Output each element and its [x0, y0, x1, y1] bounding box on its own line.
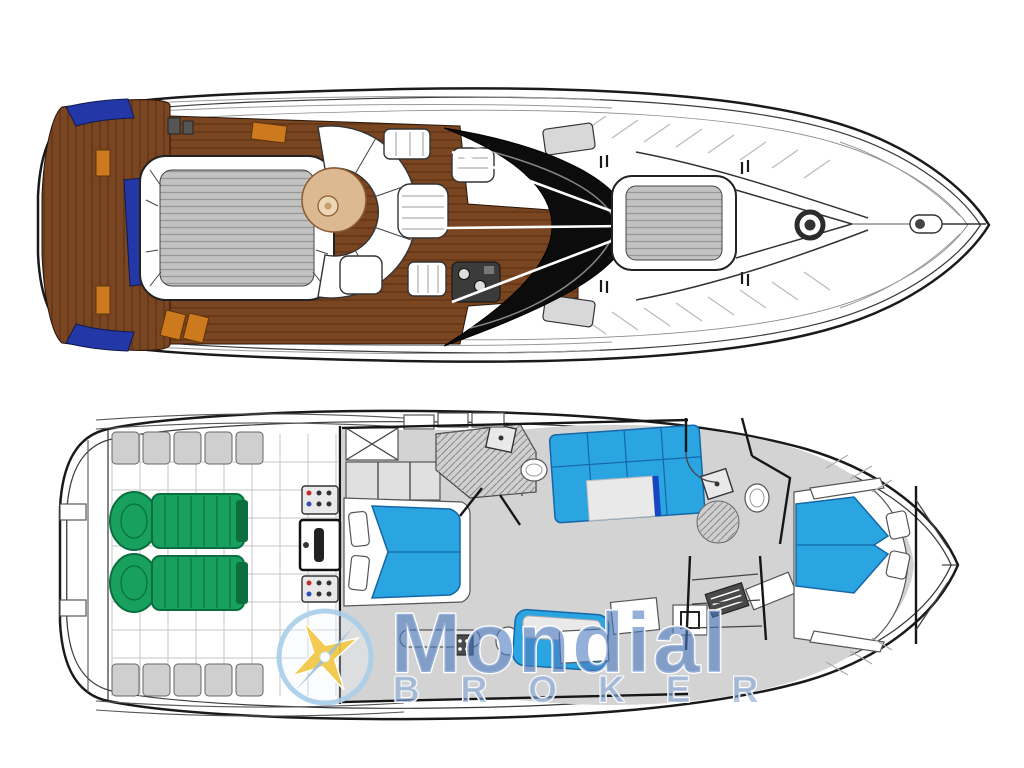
electrical-panels	[298, 485, 342, 603]
cockpit-orange-step-2	[182, 312, 210, 344]
helm-seat	[397, 183, 449, 239]
arch-base-top	[542, 122, 596, 156]
sunbed-slat-bottom	[407, 261, 447, 297]
foredeck-lines	[635, 151, 910, 301]
stern-orange-step-left-top	[95, 149, 111, 177]
cockpit-seat-small	[339, 255, 383, 295]
galley	[403, 412, 548, 526]
stern-navy-wedge-top	[65, 98, 135, 127]
arch-base-bottom	[542, 294, 596, 328]
brand-tagline: BROKER	[393, 669, 799, 710]
tank-row-top	[111, 431, 264, 465]
port-engine	[109, 491, 248, 551]
forward-cabin	[793, 454, 957, 676]
lower-deck-plan	[58, 409, 960, 721]
tank-row-bottom	[111, 663, 264, 697]
deck-hatch-small-1	[167, 117, 181, 135]
stern-navy-wedge-bottom	[65, 323, 135, 352]
cockpit-orange-step-1	[159, 309, 187, 341]
brand-logo	[276, 608, 374, 706]
mid-cabin-wardrobe	[345, 461, 441, 501]
stern-orange-step-left-bottom	[95, 285, 111, 315]
cockpit-orange-step-3	[250, 121, 288, 144]
cabinet-square	[672, 604, 708, 636]
galley-sink	[520, 458, 548, 482]
stern-platform-lines	[59, 413, 405, 717]
starboard-engine	[109, 553, 248, 613]
watermark: Mondial BROKER	[276, 595, 799, 711]
lower-units	[512, 555, 798, 672]
engine-room	[107, 426, 342, 704]
main-deck-plan	[36, 87, 991, 363]
deck-hatch-small-2	[182, 120, 194, 135]
brand-name: Mondial	[391, 596, 729, 690]
head-toilet	[744, 483, 770, 513]
stern-sunpad	[139, 155, 335, 301]
mid-cabin	[343, 427, 523, 656]
bow-sunpad	[599, 155, 750, 293]
head-partitions	[684, 417, 792, 545]
anchor-fitting	[909, 214, 986, 234]
swim-platform-teak	[41, 99, 171, 351]
side-deck-hatching	[579, 115, 831, 335]
foredeck-hatch	[794, 209, 826, 241]
salon-sofa	[548, 424, 706, 524]
salon	[341, 417, 792, 704]
